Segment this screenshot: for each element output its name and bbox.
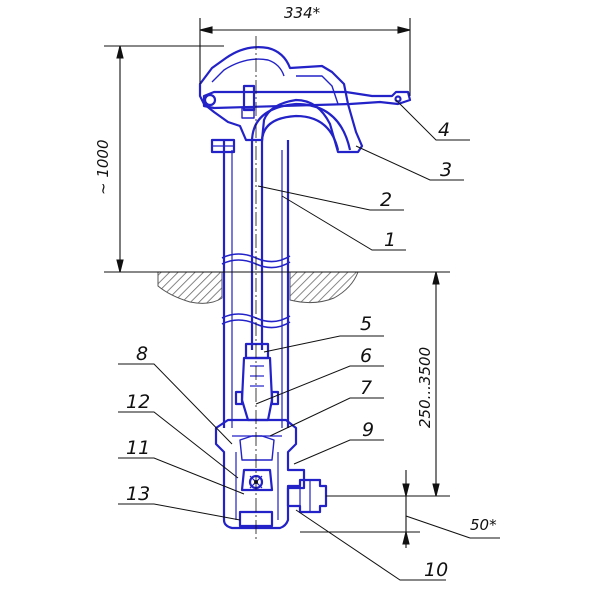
part-label-13: 13: [126, 483, 150, 505]
part-label-3: 3: [440, 159, 452, 181]
dim-depth-label: 250...3500: [416, 347, 434, 428]
part-label-12: 12: [126, 391, 150, 413]
part-label-6: 6: [360, 345, 372, 367]
piston-top: [244, 342, 270, 360]
valve-housing: [214, 418, 306, 530]
part-label-10: 10: [424, 559, 448, 581]
ground-section: [157, 271, 359, 304]
part-label-1: 1: [384, 229, 396, 251]
part-label-9: 9: [362, 419, 374, 441]
part-label-2: 2: [380, 189, 392, 211]
part-label-5: 5: [360, 313, 372, 335]
part-labels: 4 3 2 1 5 6 7 8 12 9 11 13 10: [126, 119, 452, 581]
valve-seat: [240, 468, 274, 492]
bent-pipe: [250, 102, 352, 151]
head-housing: [198, 46, 364, 154]
dimension-lines: [104, 18, 500, 548]
part-label-11: 11: [126, 437, 150, 459]
dim-offset-label: 50*: [470, 516, 497, 534]
leader-lines: [118, 99, 470, 581]
lever-handle: [202, 90, 412, 110]
outlet-fitting: [286, 478, 328, 514]
dim-height-label: ~ 1000: [94, 139, 112, 195]
dimension-labels: 334* ~ 1000 250...3500 50*: [94, 4, 497, 534]
part-label-7: 7: [360, 377, 372, 399]
part-label-4: 4: [438, 119, 450, 141]
piston-body: [240, 356, 274, 422]
part-label-8: 8: [136, 343, 148, 365]
dim-width-label: 334*: [284, 4, 321, 22]
